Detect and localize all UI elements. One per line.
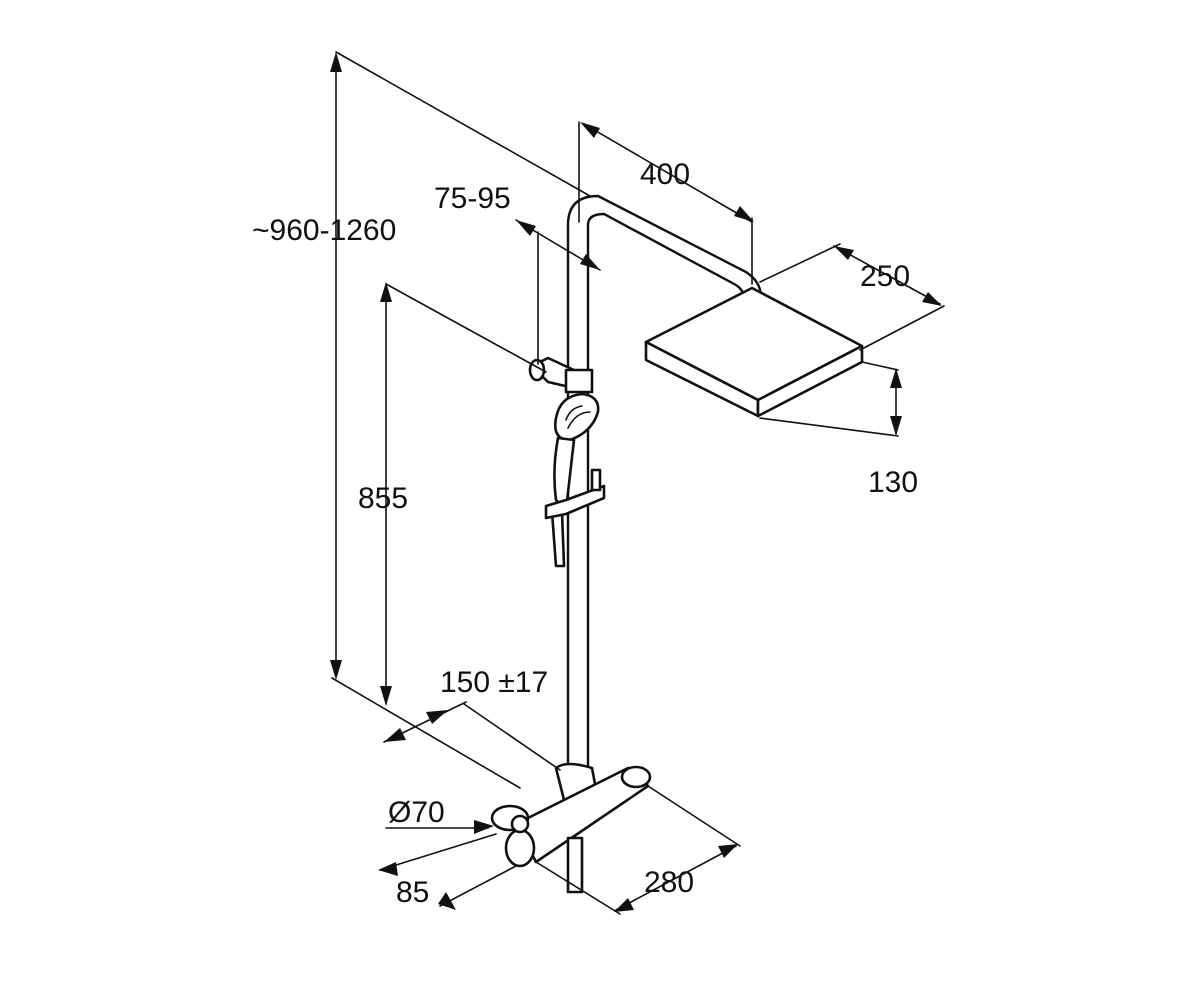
- total-height-label: ~960-1260: [252, 214, 396, 247]
- slider: [544, 468, 606, 520]
- rain-shower-head: [644, 286, 864, 418]
- arm-length-label: 400: [640, 158, 690, 191]
- head-width-label: 250: [860, 260, 910, 293]
- mixer-depth-label: 85: [396, 876, 429, 909]
- thermostatic-mixer: [490, 762, 652, 894]
- head-depth-label: 130: [868, 466, 918, 499]
- rail-height-label: 855: [358, 482, 408, 515]
- mixer-width-label: 280: [644, 866, 694, 899]
- wall-bracket: [528, 356, 594, 394]
- dimension-lines: [330, 51, 945, 915]
- inlet-diameter-label: Ø70: [388, 796, 445, 829]
- wall-distance-label: 75-95: [434, 182, 511, 215]
- inlet-spacing-label: 150 ±17: [440, 666, 548, 699]
- dimension-labels: ~960-1260 75-95 400 250 130 855 150 ±17 …: [252, 158, 918, 909]
- shower-set-drawing: [490, 194, 864, 894]
- riser-pipe: [566, 223, 590, 807]
